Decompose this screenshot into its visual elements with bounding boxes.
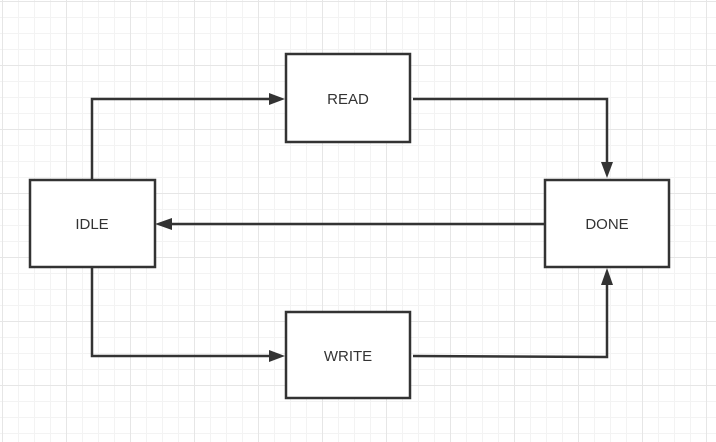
- arrowhead-done-to-idle: [155, 218, 172, 230]
- edge-idle-to-read: [90, 97, 271, 180]
- state-read-box: [284, 52, 412, 144]
- arrowhead-read-to-done: [601, 162, 613, 178]
- arrowhead-write-to-done: [601, 268, 613, 285]
- state-done-label: DONE: [585, 216, 628, 233]
- arrowhead-idle-to-write: [269, 350, 285, 362]
- edge-idle-to-write: [90, 268, 271, 358]
- state-idle-box: [28, 178, 157, 269]
- state-idle: IDLE: [28, 178, 157, 269]
- state-done-box: [543, 178, 671, 269]
- edge-read-to-done: [413, 97, 609, 164]
- state-write: WRITE: [284, 310, 412, 400]
- state-write-box: [284, 310, 412, 400]
- state-read-label: READ: [327, 91, 369, 108]
- state-idle-label: IDLE: [75, 216, 108, 233]
- state-done: DONE: [543, 178, 671, 269]
- arrowhead-idle-to-read: [269, 93, 285, 105]
- state-write-label: WRITE: [324, 348, 372, 365]
- state-read: READ: [284, 52, 412, 144]
- edge-write-to-done: [412, 283, 609, 359]
